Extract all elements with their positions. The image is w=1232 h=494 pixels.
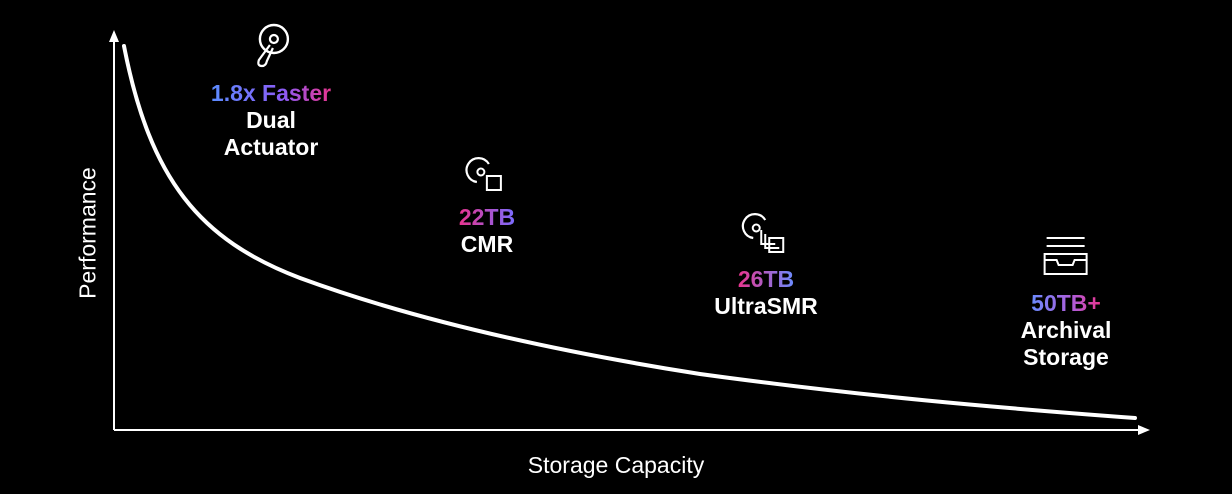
item-name-line: CMR	[460, 231, 514, 257]
item-highlight: 22TB	[458, 204, 516, 230]
tradeoff-curve	[122, 44, 1137, 420]
item-name-line: Dual	[246, 107, 296, 133]
item-dual-actuator: 1.8x Faster Dual Actuator	[211, 20, 331, 161]
item-name-line: Archival	[1020, 317, 1112, 343]
y-axis-label: Performance	[74, 167, 101, 299]
stacked-platter-drive-icon	[741, 213, 784, 253]
item-cmr: 22TB CMR	[459, 152, 515, 258]
item-highlight: 1.8x Faster	[210, 80, 332, 106]
single-platter-drive-icon	[465, 157, 502, 191]
item-name-line: UltraSMR	[714, 293, 818, 319]
x-axis-arrow	[1138, 425, 1150, 435]
item-name-line: Storage	[1023, 344, 1109, 370]
item-archival-storage: 50TB+ Archival Storage	[1020, 232, 1112, 371]
item-highlight: 26TB	[737, 266, 795, 292]
dual-actuator-drive-icon	[257, 23, 290, 68]
archive-tray-icon	[1043, 237, 1088, 275]
item-name-line: Actuator	[223, 134, 319, 160]
item-ultrasmr: 26TB UltraSMR	[714, 210, 818, 320]
x-axis-label: Storage Capacity	[527, 452, 705, 478]
item-highlight: 50TB+	[1031, 290, 1101, 316]
y-axis-arrow	[109, 30, 119, 42]
